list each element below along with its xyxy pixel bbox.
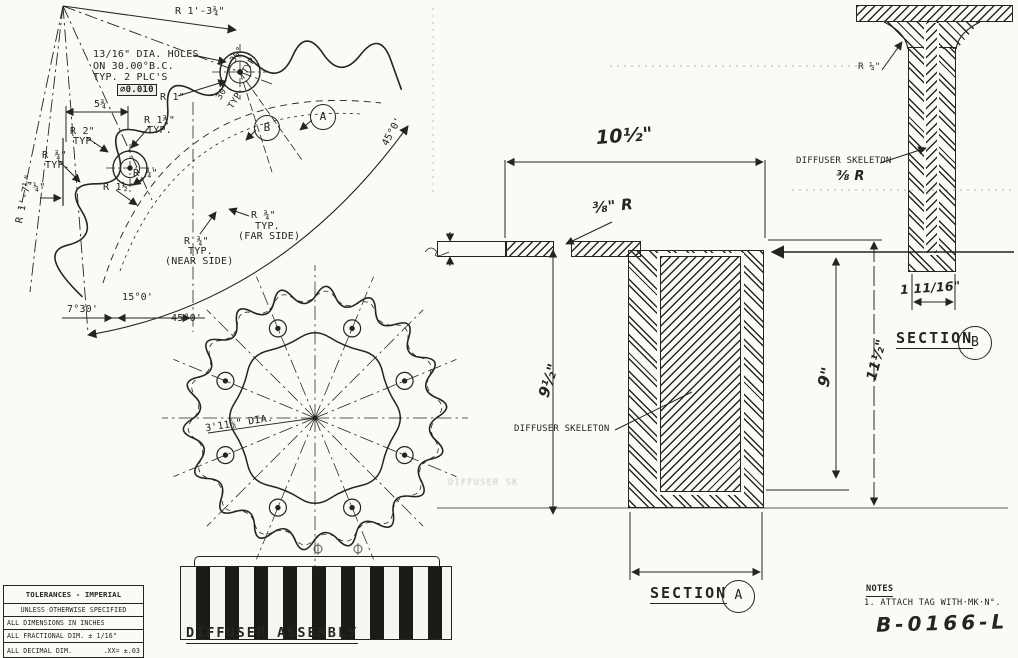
near-side-note: (NEAR SIDE) <box>165 256 234 267</box>
dim-r2-typ: TYP. <box>73 136 98 147</box>
near-side-typ: TYP. <box>188 246 213 257</box>
dim-width-top: 10½" <box>595 123 654 149</box>
skeleton-label-b: DIFFUSER SKELETON <box>796 156 892 166</box>
notes-heading: NOTES <box>866 584 894 597</box>
tolerance-decimal-label: ALL DECIMAL DIM. <box>7 647 73 655</box>
skeleton-label-a: DIFFUSER SKELETON <box>514 424 610 434</box>
tolerance-decimal-value: .XX= ±.03 <box>103 647 140 655</box>
tolerance-row-fractional: ALL FRACTIONAL DIM. ± 1/16" <box>4 630 143 643</box>
section-b-rib <box>926 23 937 253</box>
tolerance-row-inches: ALL DIMENSIONS IN INCHES <box>4 617 143 630</box>
section-b-letter: B <box>970 334 980 350</box>
section-a-inner-block-margin <box>657 253 744 495</box>
section-a-balloon: A <box>722 580 755 613</box>
near-side-r: R ¾" <box>184 236 209 247</box>
tolerance-frame: ⌀0.010 <box>117 84 157 97</box>
assembly-title: DIFFUSER ASSEMBLY <box>186 625 359 644</box>
section-a-title: SECTION <box>650 584 728 605</box>
section-a-flange-left <box>437 241 507 257</box>
balloon-a-letter: A <box>319 109 327 123</box>
dim-h-inner: 9" <box>813 364 838 390</box>
note-holes-line2: ON 30.00°B.C. <box>93 61 174 72</box>
ghost-text: DIFFUSER SK <box>448 478 519 488</box>
dim-width-bottom-b: 1 11/16" <box>899 277 961 298</box>
dim-r1: R 1" <box>160 92 185 103</box>
angle-30-a-typ: TYP <box>240 56 258 76</box>
detail-balloon-a: A <box>310 104 336 130</box>
tolerance-row-unless: UNLESS OTHERWISE SPECIFIED <box>4 604 143 617</box>
dim-fillet-b: R ¼" <box>858 62 881 72</box>
section-b-balloon: B <box>958 326 992 360</box>
section-a-inner-block <box>660 256 741 492</box>
detail-balloon-b: B <box>254 115 280 141</box>
dim-r34-left-typ: TYP. <box>45 160 70 171</box>
angle-45: 45°0' <box>171 313 203 324</box>
dim-fillet-a: ⅜" R <box>591 194 634 218</box>
dim-radius-left: R 1'-7¼" <box>14 173 36 225</box>
note-holes-line3: TYP. 2 PLC'S <box>93 72 168 83</box>
far-side-typ: TYP. <box>255 221 280 232</box>
dim-h-right: 11½" <box>863 337 891 383</box>
dim-5-34: 5¾ <box>94 99 107 110</box>
far-side-r: R ¾" <box>251 210 276 221</box>
dim-quarter: ¼" <box>33 182 46 193</box>
tolerance-block: TOLERANCES - IMPERIAL UNLESS OTHERWISE S… <box>3 585 144 658</box>
assembly-striped-body <box>180 566 452 640</box>
dim-rib-b: ⅜ R <box>836 169 865 184</box>
section-b-title: SECTION <box>896 329 974 350</box>
angle-15: 15°0' <box>122 292 154 303</box>
section-b-rib-margin <box>924 23 939 255</box>
balloon-b-letter: B <box>263 120 271 134</box>
section-a-letter: A <box>734 588 743 604</box>
angle-7-30: 7°30' <box>67 304 99 315</box>
angle-30-b-typ: TYP <box>226 91 244 111</box>
angle-30-a: 30° <box>228 45 246 65</box>
dim-r112: R 1½" <box>103 182 135 193</box>
dim-h-left: 9½" <box>534 361 563 400</box>
dim-radius-big: R 1'-3¾" <box>175 6 225 17</box>
tolerance-row-decimal: ALL DECIMAL DIM. .XX= ±.03 <box>4 643 143 657</box>
dim-r2: R 2" <box>70 126 95 137</box>
gear-dia-label: 3'11⅝" DIA. <box>204 412 274 435</box>
section-a-flange-hatch-1 <box>505 241 554 257</box>
note-holes-line1: 13/16" DIA. HOLES <box>93 49 199 60</box>
angle-45-arc: 45°0' <box>380 115 405 148</box>
notes-item-1: 1. ATTACH TAG WITH·MK·N°. <box>864 598 1001 608</box>
dim-r134-typ: TYP. <box>147 125 172 136</box>
tolerance-row-title: TOLERANCES - IMPERIAL <box>4 586 143 604</box>
drawing-number: B-0166-L <box>875 609 1009 637</box>
dim-r34-left: R ¾" <box>42 150 67 161</box>
dim-r134: R 1¾" <box>144 115 176 126</box>
dim-r34-mid: R ¾" <box>133 168 158 179</box>
far-side-note: (FAR SIDE) <box>238 231 301 242</box>
section-b-flange <box>856 5 1013 22</box>
